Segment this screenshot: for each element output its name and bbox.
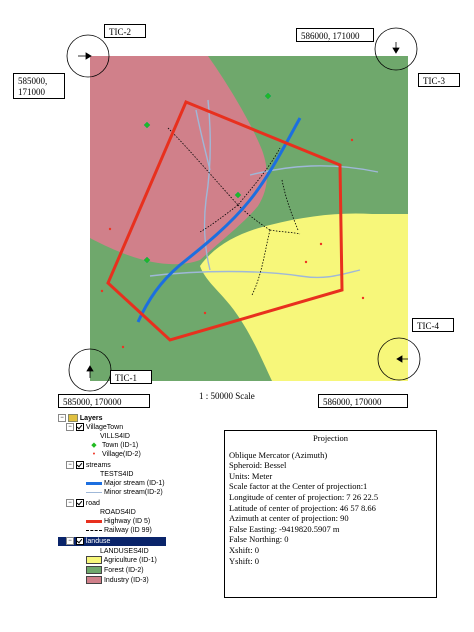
dot-icon: • [92, 451, 96, 458]
major-stream [136, 117, 302, 323]
projection-line: Azimuth at center of projection: 90 [229, 513, 349, 524]
projection-line: Longitude of center of projection: 7 26 … [229, 491, 379, 502]
legend-field: TESTS4ID [100, 471, 134, 478]
layers-legend: − Layers − VillageTown VILLS4ID ◆Town (I… [58, 414, 168, 604]
legend-forest: Forest (ID-2) [86, 566, 144, 575]
town-markers [143, 92, 272, 264]
coord-bottom-right: 586000, 170000 [318, 394, 408, 408]
collapse-icon[interactable]: − [66, 423, 74, 432]
projection-info: Projection Oblique Mercator (Azimuth) Sp… [224, 430, 437, 598]
projection-line: False Northing: 0 [229, 534, 289, 545]
legend-agriculture: Agriculture (ID-1) [86, 556, 157, 565]
tic-4-label: TIC-4 [412, 318, 454, 332]
projection-line: Scale factor at the Center of projection… [229, 481, 368, 492]
tic-3-marker [374, 27, 418, 71]
line-icon [86, 481, 102, 485]
village-markers [100, 138, 365, 349]
collapse-icon[interactable]: − [66, 461, 74, 470]
legend-major-stream: Major stream (ID-1) [86, 479, 165, 488]
industry-area [90, 56, 267, 265]
railways [167, 127, 301, 296]
legend-village: •Village(ID-2) [86, 450, 141, 459]
checkbox-icon[interactable] [75, 499, 84, 508]
tic-4-marker [377, 337, 421, 381]
agriculture-area [200, 213, 408, 381]
swatch-icon [86, 576, 102, 585]
legend-railway: Railway (ID 99) [86, 526, 152, 535]
legend-town: ◆Town (ID-1) [86, 441, 138, 450]
coord-top-right: 586000, 171000 [296, 28, 374, 42]
legend-field: ROADS4ID [100, 509, 136, 516]
projection-line: Units: Meter [229, 470, 273, 481]
tic-3-label: TIC-3 [418, 73, 460, 87]
swatch-icon [86, 566, 102, 575]
layer-streams[interactable]: − streams [66, 461, 111, 470]
legend-field: LANDUSES4ID [100, 548, 149, 555]
projection-line: Xshift: 0 [229, 544, 259, 555]
projection-line: Latitude of center of projection: 46 57 … [229, 502, 376, 513]
projection-line: False Easting: -9419820.5907 m [229, 523, 340, 534]
tic-1-label: TIC-1 [110, 370, 152, 384]
projection-line: Spheroid: Bessel [229, 460, 287, 471]
line-icon [86, 491, 102, 493]
coord-bottom-left: 585000, 170000 [58, 394, 150, 408]
legend-minor-stream: Minor stream(ID-2) [86, 488, 163, 497]
projection-line: Yshift: 0 [229, 555, 259, 566]
checkbox-icon[interactable] [75, 461, 84, 470]
tic-2-marker [66, 34, 110, 78]
collapse-icon[interactable]: − [58, 414, 66, 423]
layers-icon [67, 414, 78, 423]
layer-road[interactable]: − road [66, 499, 100, 508]
coord-top-left: 585000, 171000 [13, 73, 65, 99]
swatch-icon [86, 556, 102, 565]
legend-header: − Layers [58, 414, 102, 423]
legend-field: VILLS4ID [100, 433, 130, 440]
line-icon [86, 529, 102, 531]
map-canvas [66, 27, 421, 392]
projection-title: Projection [313, 433, 348, 443]
minor-streams [149, 99, 379, 279]
legend-industry: Industry (ID-3) [86, 576, 149, 585]
map-scale: 1 : 50000 Scale [199, 391, 255, 401]
tic-2-label: TIC-2 [104, 24, 146, 38]
layer-landuse[interactable]: − landuse [58, 537, 166, 546]
highway [106, 100, 344, 342]
line-icon [86, 519, 102, 523]
projection-line: Oblique Mercator (Azimuth) [229, 449, 328, 460]
checkbox-icon[interactable] [75, 423, 84, 432]
collapse-icon[interactable]: − [66, 499, 74, 508]
collapse-icon[interactable]: − [65, 537, 74, 546]
legend-highway: Highway (ID 5) [86, 517, 150, 526]
checkbox-icon[interactable] [75, 537, 84, 546]
layer-villagetown[interactable]: − VillageTown [66, 423, 123, 432]
diamond-icon: ◆ [91, 442, 97, 449]
